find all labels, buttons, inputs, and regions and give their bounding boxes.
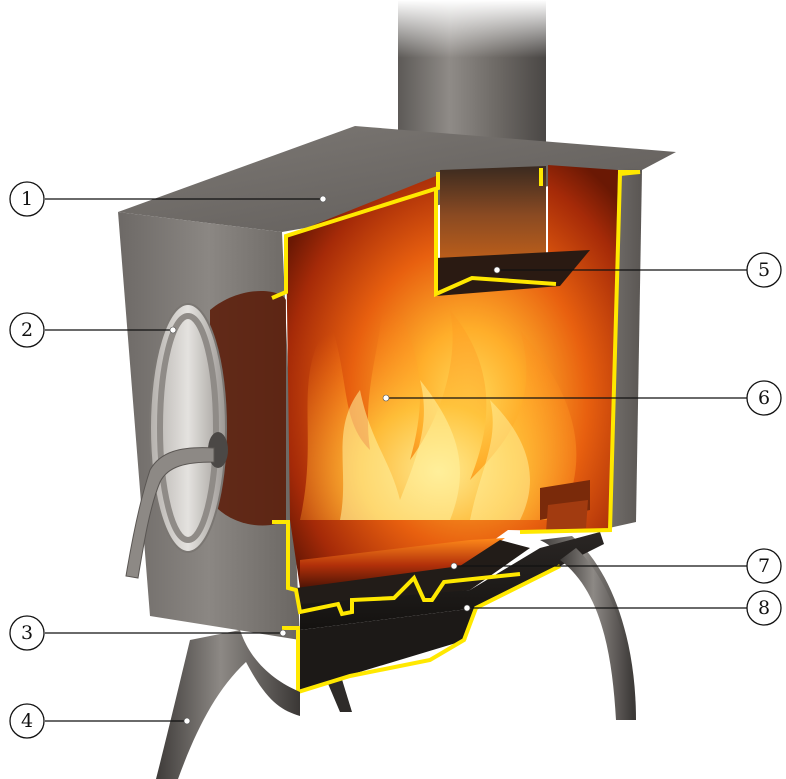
callout-6-label: 6 — [758, 387, 770, 409]
callout-4-label: 4 — [21, 710, 33, 732]
callout-1: 1 — [10, 182, 44, 216]
callout-6: 6 — [747, 381, 781, 415]
callout-7-label: 7 — [758, 555, 770, 577]
callout-4: 4 — [10, 704, 44, 738]
callout-7: 7 — [747, 549, 781, 583]
callout-8: 8 — [747, 591, 781, 625]
callout-8-label: 8 — [758, 597, 770, 619]
callout-5-label: 5 — [758, 259, 770, 281]
firebox-interior — [286, 165, 618, 588]
callout-3-label: 3 — [21, 622, 33, 644]
callout-2-label: 2 — [21, 319, 33, 341]
callout-2: 2 — [10, 313, 44, 347]
callout-5: 5 — [747, 253, 781, 287]
callout-3: 3 — [10, 616, 44, 650]
callout-1-label: 1 — [21, 188, 33, 210]
